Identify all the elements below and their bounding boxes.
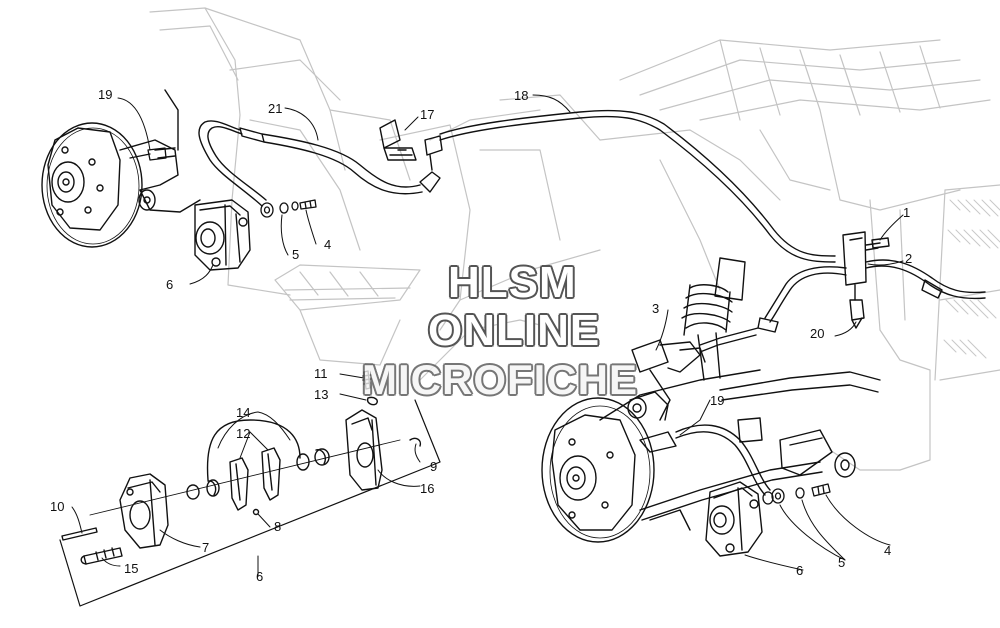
callout-14: 14 — [236, 405, 251, 420]
callout-18: 18 — [514, 88, 529, 103]
callout-11: 11 — [314, 366, 328, 381]
left-brake-caliper — [195, 200, 250, 270]
right-banjo-fittings — [763, 484, 830, 504]
callout-2: 2 — [905, 251, 913, 266]
callout-17: 17 — [420, 107, 435, 122]
rigid-brake-line — [440, 111, 835, 263]
callout-5-left: 5 — [292, 247, 300, 262]
callout-16: 16 — [420, 481, 435, 496]
left-bleed-valve — [130, 148, 166, 160]
master-cylinder-line — [700, 267, 846, 352]
watermark-line-1: HLSM — [448, 258, 577, 307]
callout-12: 12 — [236, 426, 251, 441]
callout-8: 8 — [274, 519, 282, 534]
junction-block — [843, 232, 985, 328]
callout-leaders — [72, 95, 903, 576]
callout-4-right: 4 — [884, 543, 892, 558]
right-brake-hose — [676, 425, 770, 495]
shock-absorber — [682, 258, 745, 380]
callout-10: 10 — [50, 499, 65, 514]
callout-21: 21 — [268, 101, 283, 116]
callout-9: 9 — [430, 459, 438, 474]
callout-6-left: 6 — [166, 277, 174, 292]
left-brake-hose — [199, 121, 440, 206]
callout-20: 20 — [810, 326, 825, 341]
callout-15: 15 — [124, 561, 139, 576]
caliper-exploded-parts — [62, 371, 420, 564]
callout-3: 3 — [652, 301, 660, 316]
master-cylinder — [600, 340, 760, 420]
caliper-exploded-frame — [60, 400, 440, 606]
right-brake-disc — [542, 392, 690, 542]
tire-tread-hatch — [944, 200, 1000, 358]
callout-19-right: 19 — [710, 393, 725, 408]
callout-4-left: 4 — [324, 237, 332, 252]
callout-7: 7 — [202, 540, 210, 555]
callout-6-bottom: 6 — [256, 569, 264, 584]
hose-bracket — [380, 120, 442, 170]
vehicle-frame-background — [150, 8, 1000, 470]
left-brake-disc — [42, 90, 200, 247]
callout-13: 13 — [314, 387, 329, 402]
watermark-line-3: MICROFICHE — [362, 356, 638, 403]
callout-1: 1 — [903, 205, 911, 220]
left-banjo-fittings — [261, 200, 316, 217]
callout-6-right: 6 — [796, 563, 804, 578]
callout-5-right: 5 — [838, 555, 846, 570]
watermark-line-2: ONLINE — [428, 306, 601, 355]
callout-19-left: 19 — [98, 87, 113, 102]
right-brake-caliper — [706, 482, 762, 556]
